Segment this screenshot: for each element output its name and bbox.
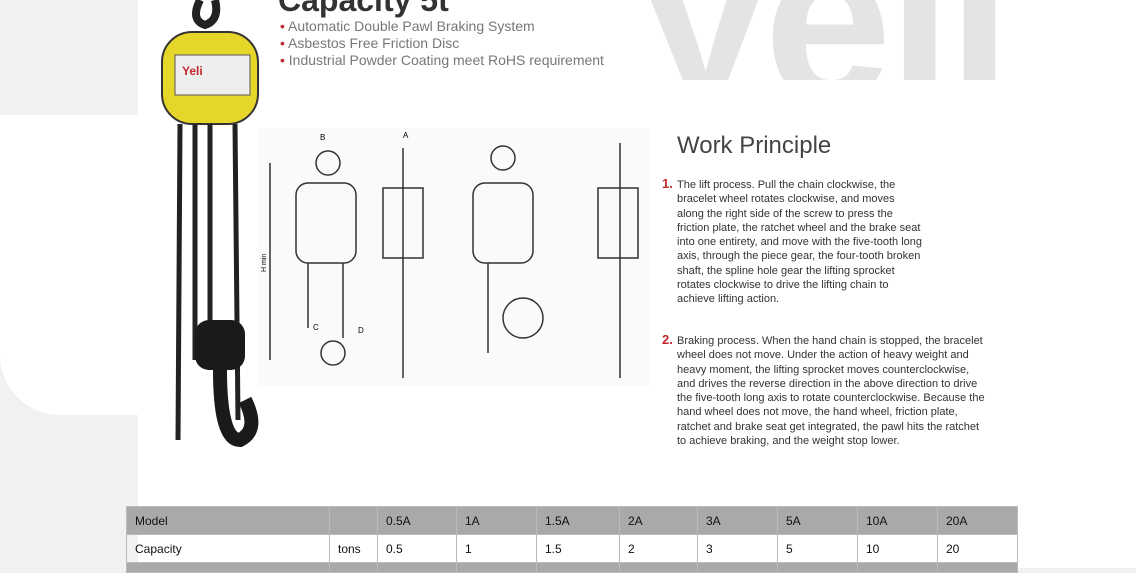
background-shape (0, 115, 140, 415)
dim-label-c: C (313, 323, 319, 332)
spec-table: Model 0.5A 1A 1.5A 2A 3A 5A 10A 20A Capa… (126, 506, 1018, 573)
page-title: Capacity 5t (278, 0, 449, 18)
dimension-diagram: B A H min C D (258, 128, 650, 386)
cell: 2 (619, 534, 698, 563)
dim-label-h: H min (261, 254, 268, 272)
cell: Capacity (126, 534, 330, 563)
feature-item: Automatic Double Pawl Braking System (280, 18, 604, 35)
cell: tons (329, 534, 378, 563)
header-cell (329, 506, 378, 535)
svg-text:Yeli: Yeli (182, 64, 203, 78)
cell: 20 (937, 534, 1018, 563)
header-cell: 1A (456, 506, 537, 535)
feature-item: Industrial Powder Coating meet RoHS requ… (280, 52, 604, 69)
header-cell: 3A (697, 506, 778, 535)
cell: 0.5 (377, 534, 457, 563)
feature-list: Automatic Double Pawl Braking System Asb… (280, 18, 604, 69)
dim-label-b: B (320, 133, 325, 142)
dim-label-a: A (403, 131, 409, 140)
table-header-row: Model 0.5A 1A 1.5A 2A 3A 5A 10A 20A (126, 506, 1018, 535)
header-cell: 5A (777, 506, 858, 535)
principle-item: 1. The lift process. Pull the chain cloc… (662, 176, 992, 307)
cell: 3 (697, 534, 778, 563)
header-cell: 20A (937, 506, 1018, 535)
cell: 10 (857, 534, 938, 563)
chain-hoist-image: Yeli (161, 0, 259, 448)
header-cell: Model (126, 506, 330, 535)
cell: 1 (456, 534, 537, 563)
item-number: 2. (662, 332, 673, 347)
item-number: 1. (662, 176, 673, 191)
feature-item: Asbestos Free Friction Disc (280, 35, 604, 52)
header-cell: 10A (857, 506, 938, 535)
item-text: The lift process. Pull the chain clockwi… (677, 179, 922, 306)
table-row: Capacity tons 0.5 1 1.5 2 3 5 10 20 (126, 534, 1018, 563)
cell: 1.5 (536, 534, 620, 563)
header-cell: 2A (619, 506, 698, 535)
dim-label-d: D (358, 326, 364, 335)
header-cell: 1.5A (536, 506, 620, 535)
cell: 5 (777, 534, 858, 563)
principle-item: 2. Braking process. When the hand chain … (662, 332, 992, 448)
header-cell: 0.5A (377, 506, 457, 535)
item-text: Braking process. When the hand chain is … (677, 335, 985, 448)
work-principle-title: Work Principle (677, 132, 832, 159)
brand-watermark: yeli (640, 0, 1008, 80)
